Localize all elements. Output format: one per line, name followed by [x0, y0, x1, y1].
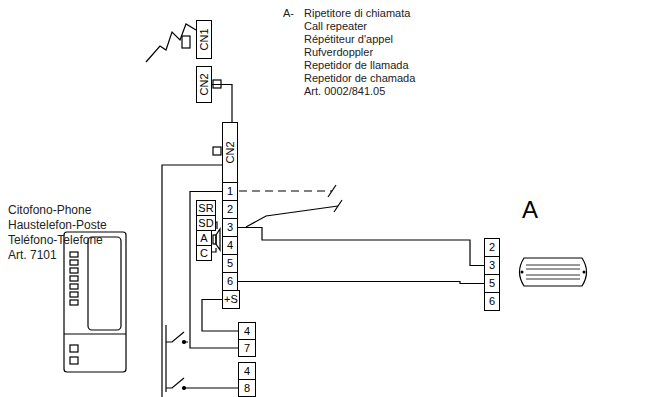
wire-break — [334, 200, 342, 212]
speaker-lead — [212, 248, 216, 252]
terminal-number: +S — [224, 294, 238, 305]
plug-tab — [182, 36, 190, 48]
terminal-number: CN1 — [199, 28, 210, 50]
terminal-cell: A — [196, 230, 212, 246]
terminal-number: 8 — [244, 383, 250, 394]
terminal-cell: 6 — [222, 272, 238, 291]
device-caption: Art. 7101 — [8, 249, 57, 261]
terminal-cell: 5 — [222, 254, 238, 273]
terminal-number: CN2 — [199, 73, 210, 95]
terminal-number: 5 — [489, 278, 495, 289]
legend-note: A- — [283, 8, 294, 19]
terminal-number: 2 — [227, 204, 233, 215]
terminal-number: 2 — [489, 242, 495, 253]
legend-note: Call repeater — [304, 21, 367, 32]
terminal-cell: SD — [196, 215, 216, 231]
terminal-cell: CN2 — [222, 122, 238, 183]
wire-break — [328, 185, 336, 197]
terminal-cell: 3 — [222, 218, 238, 237]
wire — [238, 282, 484, 284]
legend-note: Repetidor de llamada — [304, 60, 409, 71]
terminal-number: 4 — [227, 240, 233, 251]
legend-note: Ripetitore di chiamata — [304, 8, 410, 19]
terminal-number: C — [200, 248, 208, 259]
cable-end — [213, 147, 221, 155]
terminal-cell: 2 — [484, 238, 500, 257]
terminal-cell: SR — [196, 200, 216, 216]
repeater-body — [514, 255, 592, 289]
legend-note: Répétiteur d'appel — [304, 34, 393, 45]
terminal-number: SD — [198, 218, 213, 229]
terminal-cell: CN2 — [196, 66, 212, 103]
open-wire — [246, 206, 338, 227]
common-wire — [165, 325, 166, 392]
connector-plug — [146, 24, 196, 62]
terminal-number: 7 — [244, 343, 250, 354]
switch-contact — [183, 387, 186, 390]
legend-note: Art. 0002/841.05 — [304, 86, 385, 97]
legend-note: Repetidor de chamada — [304, 73, 415, 84]
speaker-symbol — [216, 229, 220, 250]
terminal-cell: 5 — [484, 274, 500, 293]
device-caption: Teléfono-Telefone — [8, 234, 103, 246]
phone-illustration — [64, 232, 126, 372]
terminal-cell: +S — [222, 290, 240, 309]
terminal-cell: 6 — [484, 292, 500, 311]
terminal-number: 3 — [227, 222, 233, 233]
wire — [190, 192, 238, 349]
terminal-number: 1 — [227, 186, 233, 197]
terminal-cell: CN1 — [196, 20, 212, 59]
wire — [238, 228, 484, 266]
terminal-number: 3 — [489, 260, 495, 271]
open-wire — [239, 190, 332, 191]
device-caption: Haustelefon-Poste — [8, 219, 107, 231]
relay-switch — [166, 378, 238, 388]
terminal-number: A — [200, 233, 207, 244]
terminal-cell: 1 — [222, 182, 238, 201]
terminal-cell: 2 — [222, 200, 238, 219]
terminal-cell: 4 — [238, 362, 256, 380]
terminal-number: 4 — [244, 366, 250, 377]
legend-note: Rufverdoppler — [304, 47, 373, 58]
terminal-cell: 4 — [238, 322, 256, 340]
terminal-number: SR — [198, 203, 213, 214]
terminal-number: 4 — [244, 326, 250, 337]
device-letter: A — [522, 198, 538, 222]
terminal-number: CN2 — [225, 141, 236, 163]
terminal-cell: 3 — [484, 256, 500, 275]
switch-contact — [183, 341, 186, 344]
device-caption: Citofono-Phone — [8, 204, 91, 216]
terminal-cell: C — [196, 245, 212, 261]
call-repeater: A — [514, 255, 592, 289]
terminal-cell: 4 — [222, 236, 238, 255]
board-outline — [162, 165, 222, 397]
terminal-number: 5 — [227, 258, 233, 269]
terminal-cell: 7 — [238, 339, 256, 357]
terminal-number: 6 — [227, 276, 233, 287]
terminal-cell: 8 — [238, 379, 256, 397]
terminal-number: 6 — [489, 296, 495, 307]
